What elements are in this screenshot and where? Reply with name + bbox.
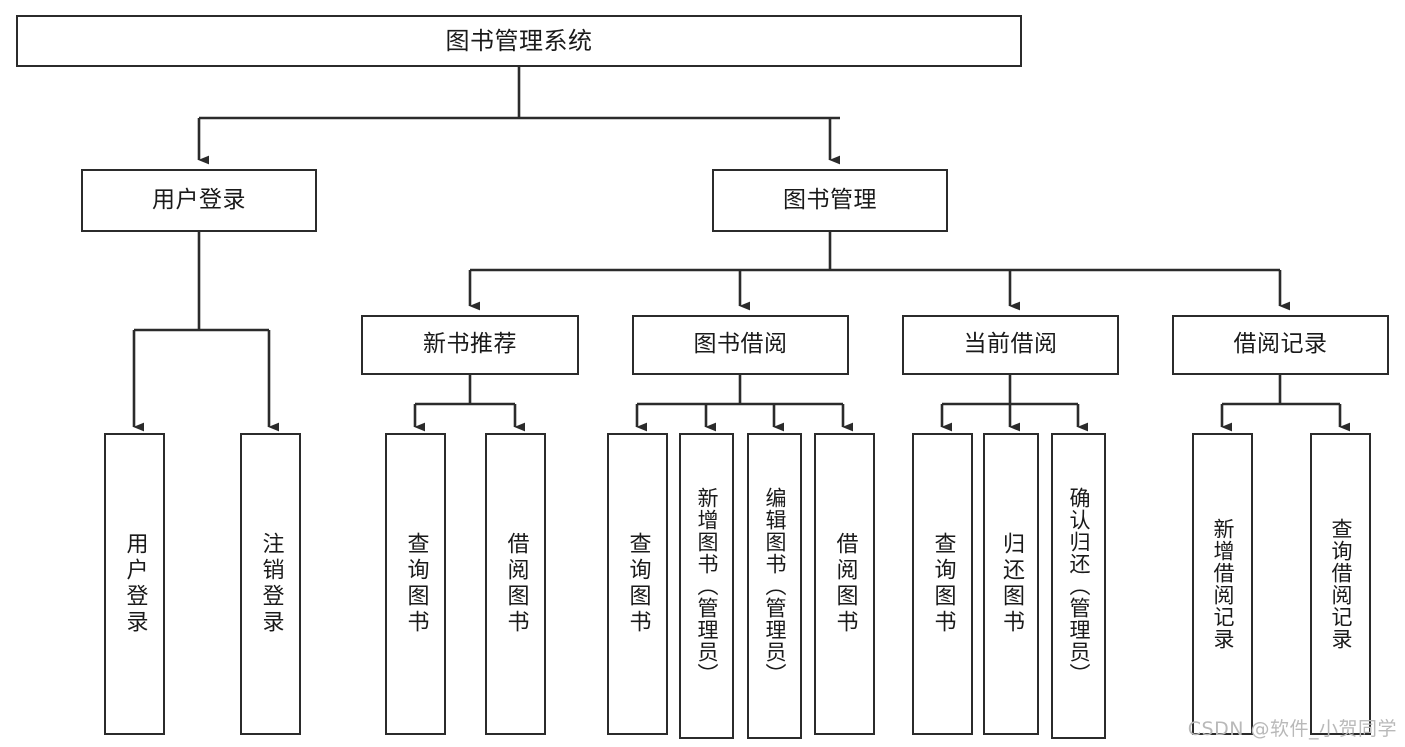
node-label: 新书推荐 (423, 331, 517, 358)
leaf-borrow-book-new[interactable]: 借阅图书 (485, 433, 546, 735)
node-label: 借阅图书 (832, 532, 858, 636)
node-root-book-management-system[interactable]: 图书管理系统 (16, 15, 1022, 67)
leaf-confirm-return[interactable]: 确认归还（管理员） (1051, 433, 1106, 739)
leaf-borrow-book-borrow[interactable]: 借阅图书 (814, 433, 875, 735)
node-book-manage[interactable]: 图书管理 (712, 169, 948, 232)
node-label: 新增图书（管理员） (695, 487, 719, 685)
leaf-edit-book[interactable]: 编辑图书（管理员） (747, 433, 802, 739)
node-borrow-record[interactable]: 借阅记录 (1172, 315, 1389, 375)
node-new-book-recommend[interactable]: 新书推荐 (361, 315, 579, 375)
node-user-login[interactable]: 用户登录 (81, 169, 317, 232)
node-label: 编辑图书（管理员） (763, 487, 787, 685)
leaf-return-book[interactable]: 归还图书 (983, 433, 1039, 735)
node-label: 新增借阅记录 (1211, 518, 1235, 650)
leaf-user-logout[interactable]: 注销登录 (240, 433, 301, 735)
node-label: 图书借阅 (693, 331, 788, 358)
node-label: 查询图书 (625, 532, 651, 636)
leaf-user-login[interactable]: 用户登录 (104, 433, 165, 735)
node-label: 用户登录 (152, 186, 246, 213)
leaf-query-book-current[interactable]: 查询图书 (912, 433, 973, 735)
leaf-query-book-new[interactable]: 查询图书 (385, 433, 446, 735)
node-label: 注销登录 (258, 532, 284, 636)
node-book-borrow[interactable]: 图书借阅 (632, 315, 849, 375)
node-label: 图书管理系统 (445, 26, 593, 55)
node-label: 借阅图书 (503, 532, 529, 636)
node-label: 查询借阅记录 (1329, 518, 1353, 650)
node-label: 借阅记录 (1233, 331, 1328, 358)
watermark: CSDN @软件_小贺同学 (1187, 718, 1397, 740)
leaf-add-borrow-record[interactable]: 新增借阅记录 (1192, 433, 1253, 735)
node-label: 归还图书 (999, 532, 1024, 636)
node-label: 图书管理 (783, 186, 877, 213)
node-current-borrow[interactable]: 当前借阅 (902, 315, 1119, 375)
node-label: 确认归还（管理员） (1067, 487, 1091, 685)
node-label: 当前借阅 (963, 331, 1058, 358)
node-label: 查询图书 (403, 532, 429, 636)
leaf-query-book-borrow[interactable]: 查询图书 (607, 433, 668, 735)
leaf-add-book[interactable]: 新增图书（管理员） (679, 433, 734, 739)
node-label: 查询图书 (930, 532, 956, 636)
leaf-query-borrow-record[interactable]: 查询借阅记录 (1310, 433, 1371, 735)
node-label: 用户登录 (122, 532, 148, 636)
